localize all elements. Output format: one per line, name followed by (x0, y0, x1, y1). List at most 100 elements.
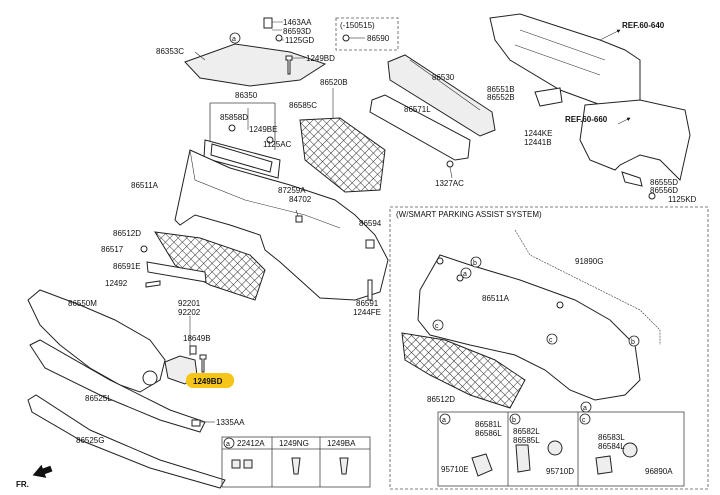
clip-1335aa (191, 419, 215, 427)
callout-b-2: b (631, 339, 635, 346)
label-fr: FR. (16, 480, 29, 489)
callout-b-1: b (473, 260, 477, 267)
label-84702: 84702 (289, 195, 312, 204)
label-1249ba: 1249BA (327, 439, 356, 448)
label-86582l: 86582L (513, 427, 540, 436)
callout-table-a: a (442, 417, 446, 424)
front-bumper-86511a (174, 149, 389, 301)
highlight-1249bd (186, 354, 234, 388)
label-86512d-b: 86512D (427, 395, 455, 404)
label-ref60640: REF.60-640 (622, 21, 665, 30)
label-1249be: 1249BE (249, 125, 277, 134)
label-86591: 86591 (356, 299, 379, 308)
bracket-86551b (534, 87, 563, 107)
label-86353c: 86353C (156, 47, 184, 56)
label-1463aa: 1463AA (283, 18, 312, 27)
grille-bracket-box (203, 102, 281, 179)
screw-1249bd-top (285, 55, 305, 75)
lower-lip-86525l (29, 339, 206, 433)
callout-a-1: a (232, 36, 236, 43)
label-1249ng: 1249NG (279, 439, 309, 448)
label-86512d: 86512D (113, 229, 141, 238)
label-91890g: 91890G (575, 257, 603, 266)
label-86525g: 86525G (76, 436, 104, 445)
label-86571l: 86571L (404, 105, 431, 114)
label-12441b: 12441B (524, 138, 552, 147)
callout-c-2: c (549, 337, 553, 344)
screw-86591 (367, 279, 373, 301)
label-18649b: 18649B (183, 334, 211, 343)
bolt-1327ac (446, 160, 454, 179)
front-direction-arrow (32, 464, 53, 478)
label-86530: 86530 (432, 73, 455, 82)
label-1244ke: 1244KE (524, 129, 552, 138)
label-12492: 12492 (105, 279, 128, 288)
label-ref60660: REF.60-660 (565, 115, 608, 124)
label-95710d: 95710D (546, 467, 574, 476)
label-1244fe: 1244FE (353, 308, 381, 317)
callout-fastener-a: a (226, 441, 230, 448)
bulb-18649b (189, 345, 197, 355)
label-86586l: 86586L (475, 429, 502, 438)
bracket-86555d (621, 171, 656, 200)
label-86517: 86517 (101, 245, 124, 254)
license-bracket-86591e (146, 261, 207, 283)
label-150515: (-150515) (340, 21, 375, 30)
label-1249bd-highlight: 1249BD (193, 377, 223, 386)
label-1125ac: 1125AC (263, 140, 292, 149)
fastener-1463aa (263, 17, 284, 42)
label-86591e: 86591E (113, 262, 141, 271)
label-86552b: 86552B (487, 93, 515, 102)
label-86590: 86590 (367, 34, 390, 43)
label-1249bd-top: 1249BD (306, 54, 335, 63)
lower-strip-86525g (27, 394, 226, 489)
label-86585c: 86585C (289, 101, 317, 110)
label-1125gd: 1125GD (285, 36, 314, 45)
label-86584l: 86584L (598, 442, 625, 451)
label-87259a: 87259A (278, 186, 306, 195)
label-86593d: 86593D (283, 27, 311, 36)
fastener-87259a (295, 209, 303, 223)
label-95710e: 95710E (441, 465, 469, 474)
callout-table-c: c (582, 417, 586, 424)
clip-86594 (365, 239, 375, 249)
label-86520b: 86520B (320, 78, 348, 87)
clip-86517 (140, 245, 148, 253)
label-85858d: 85858D (220, 113, 248, 122)
smart-parking-title: (W/SMART PARKING ASSIST SYSTEM) (396, 210, 542, 219)
screw-12492 (145, 280, 161, 288)
label-96890a: 96890A (645, 467, 673, 476)
label-86511a-b: 86511A (482, 294, 510, 303)
callout-a-3: a (583, 405, 587, 412)
variant-box-150515 (335, 17, 399, 51)
bumper-beam-86530 (387, 54, 496, 137)
label-92202: 92202 (178, 308, 201, 317)
label-22412a: 22412A (237, 439, 265, 448)
label-86550m: 86550M (68, 299, 97, 308)
label-92201: 92201 (178, 299, 201, 308)
label-86585l: 86585L (513, 436, 540, 445)
fastener-table (221, 436, 371, 488)
label-1327ac: 1327AC (435, 179, 464, 188)
label-86556d: 86556D (650, 186, 678, 195)
label-86551b: 86551B (487, 85, 515, 94)
callout-table-b: b (512, 417, 516, 424)
label-86555d: 86555D (650, 178, 678, 187)
label-86581l: 86581L (475, 420, 502, 429)
sensor-table (437, 411, 685, 487)
top-cover-86353c: a (184, 32, 327, 87)
label-86525l: 86525L (85, 394, 112, 403)
lower-garnish-86550m (27, 289, 166, 393)
label-86594: 86594 (359, 219, 382, 228)
fender-ref60660 (579, 99, 691, 181)
smart-parking-box (389, 206, 709, 490)
callout-c-1: c (435, 323, 439, 330)
label-86583l: 86583L (598, 433, 625, 442)
label-86511a: 86511A (131, 181, 159, 190)
absorber-86571l (369, 94, 471, 161)
label-86350: 86350 (235, 91, 258, 100)
label-1335aa: 1335AA (216, 418, 245, 427)
label-1125kd: 1125KD (668, 195, 697, 204)
